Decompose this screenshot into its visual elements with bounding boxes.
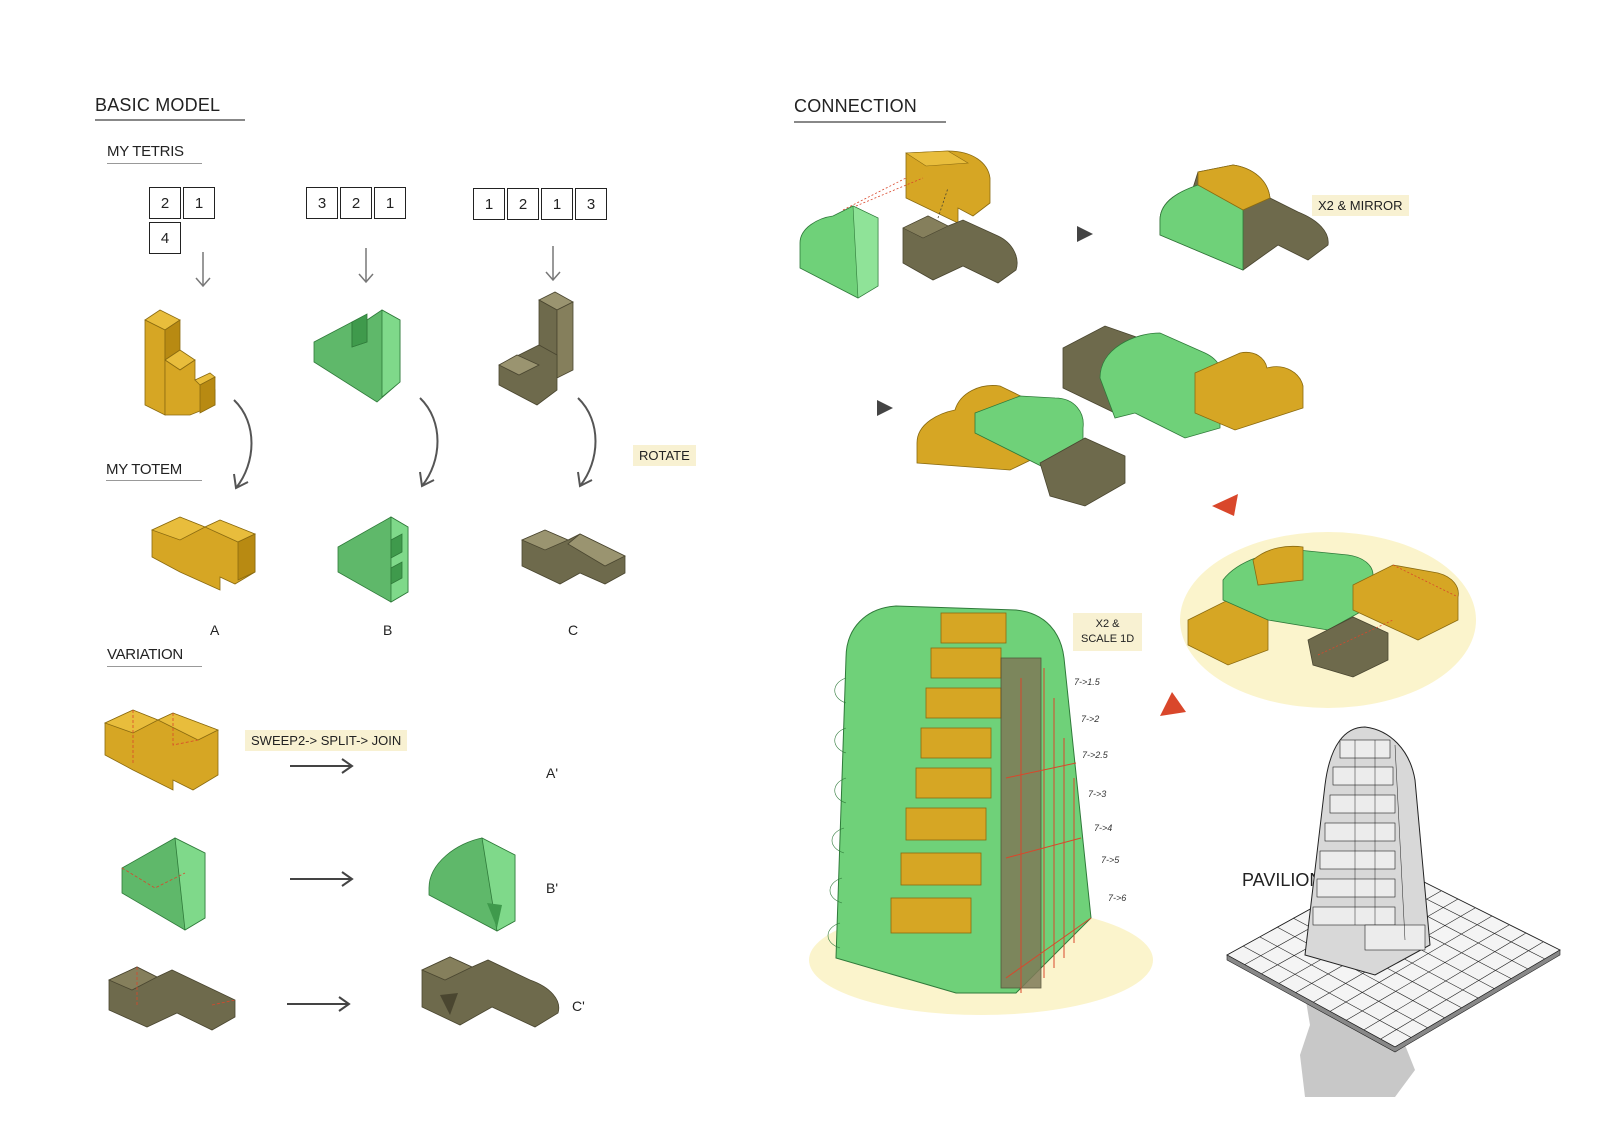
connection-mirror-piece [1159, 164, 1329, 271]
play-arrow-icon [1077, 226, 1093, 242]
sweep-tag: SWEEP2-> SPLIT-> JOIN [245, 730, 408, 751]
my-tetris-heading: MY TETRIS [107, 143, 184, 160]
connection-heading: CONNECTION [794, 96, 917, 116]
scale-tag: X2 & SCALE 1D [1073, 613, 1143, 651]
scale-step: 7->4 [1094, 823, 1113, 833]
pavilion-heading: PAVILION [1242, 870, 1323, 890]
totem-block-a [150, 516, 257, 591]
rotate-arrow-icon [577, 397, 597, 488]
scale-step: 7->5 [1101, 855, 1120, 865]
label-b-prime: B' [546, 880, 559, 896]
basic-model-heading: BASIC MODEL [95, 95, 221, 115]
tetris-cell: 2 [340, 187, 372, 219]
right-arrow-icon [290, 871, 354, 887]
rotate-arrow-icon [233, 399, 253, 490]
my-totem-underline [106, 480, 202, 481]
tetris-block-b [313, 309, 401, 403]
label-c: C [568, 622, 579, 638]
variation-result-c [421, 956, 560, 1028]
rotate-tag: ROTATE [633, 445, 696, 466]
label-c-prime: C' [572, 998, 585, 1014]
tetris-cell: 2 [149, 187, 181, 219]
tetris-cell: 3 [306, 187, 338, 219]
tetris-block-a [144, 309, 216, 416]
basic-model-underline [95, 119, 245, 121]
scaled-tower [809, 605, 1153, 1015]
scale-tag-line1: X2 & [1095, 618, 1120, 630]
my-totem-heading: MY TOTEM [106, 461, 182, 478]
pavilion-model [1226, 726, 1561, 1097]
tetris-cell: 3 [575, 188, 607, 220]
tetris-block-c [498, 291, 574, 406]
scale-step: 7->2.5 [1082, 750, 1108, 760]
tetris-cell: 1 [473, 188, 505, 220]
tetris-cell: 1 [374, 187, 406, 219]
variation-heading: VARIATION [107, 646, 183, 663]
combined-piece-highlight [1180, 532, 1476, 708]
my-tetris-underline [107, 163, 202, 164]
label-b: B [383, 622, 393, 638]
down-arrow-icon [545, 246, 561, 282]
variation-block-c [108, 966, 236, 1031]
totem-block-b [337, 516, 409, 603]
right-arrow-icon [287, 996, 351, 1012]
down-arrow-icon [195, 252, 211, 288]
red-triangle-icon [1160, 692, 1186, 716]
variation-block-a [103, 709, 219, 791]
mirror-tag: X2 & MIRROR [1312, 195, 1409, 216]
variation-underline [107, 666, 202, 667]
label-a: A [210, 622, 220, 638]
right-arrow-icon [290, 758, 354, 774]
scale-step: 7->1.5 [1074, 677, 1100, 687]
connection-exploded-pieces [799, 150, 1018, 299]
play-arrow-icon [877, 400, 893, 416]
red-triangle-icon [1212, 494, 1238, 516]
scale-step: 7->6 [1108, 893, 1127, 903]
connection-chain [916, 325, 1304, 507]
connection-underline [794, 121, 946, 123]
down-arrow-icon [358, 248, 374, 284]
scale-step: 7->3 [1088, 789, 1107, 799]
totem-block-c [520, 529, 626, 585]
label-a-prime: A' [546, 765, 559, 781]
tetris-cell: 2 [507, 188, 539, 220]
scale-tag-line2: SCALE 1D [1081, 633, 1135, 645]
tetris-cell: 1 [541, 188, 573, 220]
variation-result-b [428, 837, 516, 932]
tetris-cell: 4 [149, 222, 181, 254]
variation-block-b [121, 837, 206, 931]
rotate-arrow-icon [419, 397, 439, 488]
tetris-cell: 1 [183, 187, 215, 219]
scale-step: 7->2 [1081, 714, 1100, 724]
